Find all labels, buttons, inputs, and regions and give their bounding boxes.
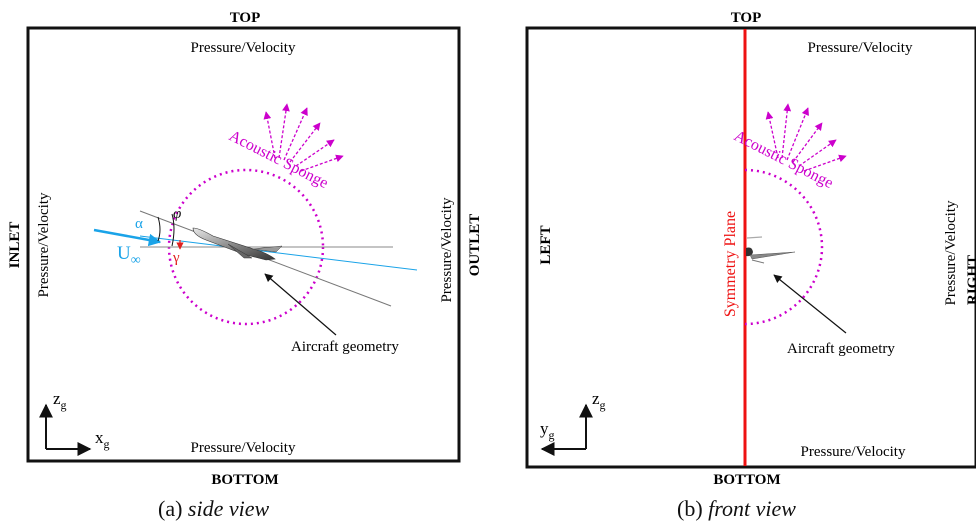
front-view-frame: [525, 26, 976, 469]
freestream-arrow-icon: [93, 228, 162, 247]
side-flow-direction-line: [139, 235, 418, 271]
side-view-caption: (a) side view: [158, 496, 269, 522]
front-aircraft-label: Aircraft geometry: [787, 341, 895, 357]
front-radiation-arrows-icon: [765, 103, 847, 172]
front-z-axis-label: zg: [592, 389, 606, 412]
side-view-caption-text: side view: [187, 496, 270, 521]
u-infinity-label: U∞: [117, 243, 141, 268]
gamma-label: γ: [172, 250, 180, 266]
front-bc-right: Pressure/Velocity: [943, 200, 959, 305]
front-bottom-label: BOTTOM: [713, 472, 780, 488]
side-bottom-label: BOTTOM: [211, 472, 278, 488]
side-aircraft-label: Aircraft geometry: [291, 339, 399, 355]
side-z-axis-label: zg: [53, 389, 67, 412]
side-bc-left: Pressure/Velocity: [36, 192, 52, 297]
front-view-caption-text: front view: [708, 496, 796, 521]
side-top-label: TOP: [230, 10, 261, 26]
front-aircraft-icon: [746, 236, 796, 264]
phi-label: φ: [173, 206, 181, 222]
front-view-caption-tag: (b): [677, 496, 703, 521]
alpha-label: α: [135, 216, 143, 232]
front-sponge-label: Acoustic Sponge: [731, 127, 836, 192]
front-view-panel: TOP BOTTOM Pressure/Velocity Pressure/Ve…: [525, 10, 976, 488]
inlet-label: INLET: [7, 222, 23, 269]
front-y-axis-label: yg: [540, 419, 555, 442]
side-aircraft-pointer-arrow: [264, 273, 337, 336]
left-label: LEFT: [538, 225, 554, 264]
side-view-panel: TOP BOTTOM Pressure/Velocity Pressure/Ve…: [7, 10, 483, 488]
side-bc-top: Pressure/Velocity: [191, 40, 296, 56]
side-x-axis-label: xg: [95, 428, 110, 451]
front-view-caption: (b) front view: [677, 496, 796, 522]
front-aircraft-pointer-arrow: [773, 274, 847, 334]
right-label: RIGHT: [965, 255, 976, 305]
front-top-label: TOP: [731, 10, 762, 26]
side-sponge-label: Acoustic Sponge: [226, 127, 331, 192]
front-bc-bottom: Pressure/Velocity: [801, 444, 906, 460]
side-bc-right: Pressure/Velocity: [439, 197, 455, 302]
side-view-frame: [26, 26, 461, 463]
front-bc-top: Pressure/Velocity: [808, 40, 913, 56]
side-bc-bottom: Pressure/Velocity: [191, 440, 296, 456]
side-view-caption-tag: (a): [158, 496, 183, 521]
side-aircraft-icon: [192, 227, 283, 261]
symmetry-plane-label: Symmetry Plane: [722, 211, 739, 317]
outlet-label: OUTLET: [467, 214, 483, 277]
side-radiation-arrows-icon: [263, 103, 344, 172]
alpha-arc: [157, 216, 161, 242]
phi-arc: [171, 213, 175, 247]
front-acoustic-sponge-half-circle: [744, 168, 824, 326]
